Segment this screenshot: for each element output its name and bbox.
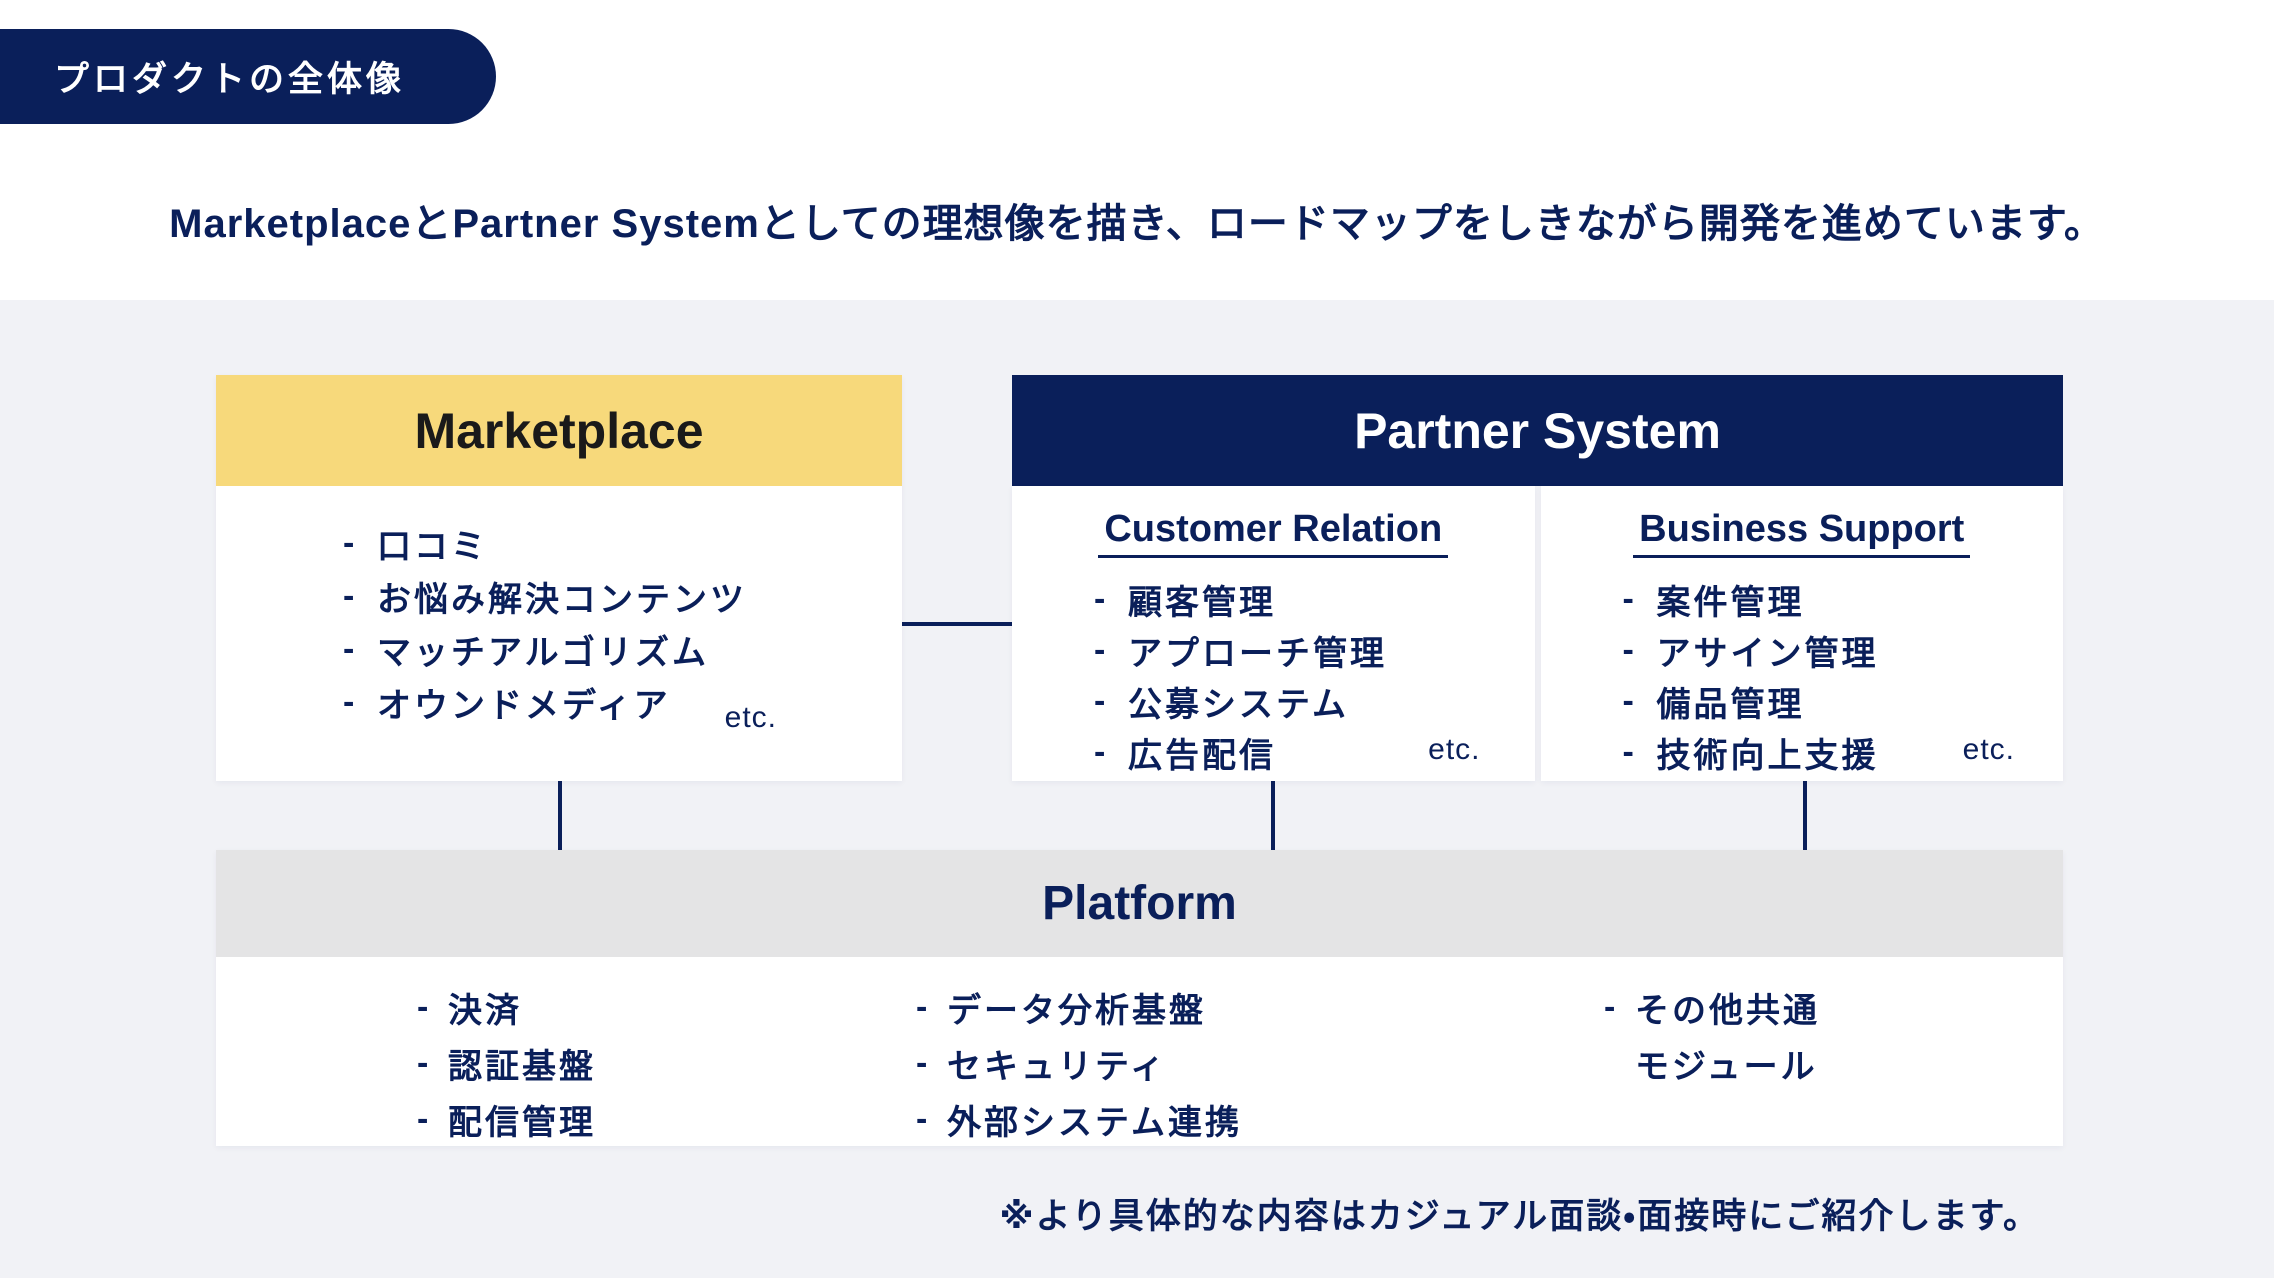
partner-system-box: Partner System Customer Relation - 顧客管理 … bbox=[1012, 375, 2063, 781]
list-item-label: データ分析基盤 bbox=[947, 991, 1206, 1030]
list-item-label: その他共通 bbox=[1635, 991, 1820, 1030]
platform-title: Platform bbox=[1042, 877, 1237, 930]
list-item: - アサイン管理 bbox=[1623, 625, 2064, 676]
list-item: - アプローチ管理 bbox=[1094, 625, 1535, 676]
list-item: - 技術向上支援 bbox=[1623, 727, 2064, 778]
bullet-dash: - bbox=[343, 524, 355, 562]
list-item: - 備品管理 bbox=[1623, 676, 2064, 727]
etc-label: etc. bbox=[724, 701, 777, 734]
list-item: - セキュリティ bbox=[916, 1035, 1242, 1091]
list-item-label: アプローチ管理 bbox=[1128, 635, 1387, 673]
business-support-heading: Business Support bbox=[1633, 508, 1971, 558]
list-item-label: 公募システム bbox=[1128, 686, 1349, 724]
platform-body: - 決済 - 認証基盤 - 配信管理 - データ分析基盤 - bbox=[216, 957, 2063, 1146]
list-item-label: アサイン管理 bbox=[1656, 635, 1879, 673]
list-item-label: 広告配信 bbox=[1128, 737, 1276, 775]
bullet-dash: - bbox=[1622, 631, 1634, 669]
list-item: - 口コミ bbox=[343, 517, 902, 570]
list-item: - 決済 bbox=[417, 979, 596, 1035]
section-badge-label: プロダクトの全体像 bbox=[54, 60, 406, 99]
list-item-continuation: モジュール bbox=[1604, 1035, 1820, 1091]
bullet-dash: - bbox=[343, 683, 355, 721]
connector-marketplace-platform bbox=[558, 781, 562, 851]
platform-header: Platform bbox=[216, 850, 2063, 957]
platform-column-2: - データ分析基盤 - セキュリティ - 外部システム連携 bbox=[916, 979, 1242, 1147]
partner-system-header: Partner System bbox=[1012, 375, 2063, 486]
etc-label: etc. bbox=[1962, 733, 2015, 766]
bullet-dash: - bbox=[417, 987, 429, 1026]
list-item-label: 口コミ bbox=[377, 528, 488, 566]
bullet-dash: - bbox=[1094, 682, 1106, 720]
customer-relation-heading: Customer Relation bbox=[1098, 508, 1449, 558]
marketplace-list: - 口コミ - お悩み解決コンテンツ - マッチアルゴリズム - オウンドメディ… bbox=[216, 486, 902, 729]
bullet-dash: - bbox=[916, 1099, 928, 1138]
list-item-label: 顧客管理 bbox=[1128, 584, 1276, 622]
list-item-label: 外部システム連携 bbox=[947, 1103, 1242, 1142]
list-item-label: マッチアルゴリズム bbox=[377, 634, 709, 672]
list-item-label: 認証基盤 bbox=[448, 1047, 596, 1086]
connector-business-support-platform bbox=[1803, 781, 1807, 851]
list-item-label: セキュリティ bbox=[947, 1047, 1167, 1086]
bullet-dash: - bbox=[1622, 682, 1634, 720]
list-item: - 外部システム連携 bbox=[916, 1091, 1242, 1147]
bottom-white-strip bbox=[0, 1278, 2274, 1282]
platform-column-1: - 決済 - 認証基盤 - 配信管理 bbox=[417, 979, 596, 1147]
list-item: - 顧客管理 bbox=[1094, 574, 1535, 625]
partner-system-title: Partner System bbox=[1354, 402, 1721, 459]
bullet-dash: - bbox=[1622, 580, 1634, 618]
page-subtitle: MarketplaceとPartner Systemとしての理想像を描き、ロード… bbox=[169, 202, 2105, 246]
business-support-list: - 案件管理 - アサイン管理 - 備品管理 - 技術向上支援 bbox=[1541, 574, 2064, 778]
bullet-dash: - bbox=[916, 987, 928, 1026]
platform-box: Platform - 決済 - 認証基盤 - 配信管理 - bbox=[216, 850, 2063, 1146]
list-item-label: 決済 bbox=[448, 991, 522, 1030]
bullet-dash: - bbox=[1094, 631, 1106, 669]
connector-marketplace-partner bbox=[902, 622, 1012, 626]
marketplace-box: Marketplace - 口コミ - お悩み解決コンテンツ - マッチアルゴリ… bbox=[216, 375, 902, 781]
bullet-dash: - bbox=[1604, 987, 1616, 1026]
customer-relation-panel: Customer Relation - 顧客管理 - アプローチ管理 - 公募シ… bbox=[1012, 486, 1535, 781]
marketplace-title: Marketplace bbox=[414, 402, 704, 459]
platform-column-3: - その他共通 モジュール bbox=[1604, 979, 1820, 1091]
list-item-label: 案件管理 bbox=[1656, 584, 1805, 622]
etc-label: etc. bbox=[1428, 733, 1481, 766]
list-item: - その他共通 bbox=[1604, 979, 1820, 1035]
list-item: - お悩み解決コンテンツ bbox=[343, 570, 902, 623]
list-item: - データ分析基盤 bbox=[916, 979, 1242, 1035]
list-item: - 案件管理 bbox=[1623, 574, 2064, 625]
bullet-dash: - bbox=[1622, 733, 1634, 771]
bullet-dash: - bbox=[1094, 580, 1106, 618]
business-support-panel: Business Support - 案件管理 - アサイン管理 - 備品管理 bbox=[1540, 486, 2064, 781]
list-item-label: 配信管理 bbox=[448, 1103, 596, 1142]
customer-relation-list: - 顧客管理 - アプローチ管理 - 公募システム - 広告配信 bbox=[1012, 574, 1535, 778]
list-item-label: 備品管理 bbox=[1656, 686, 1805, 724]
section-badge: プロダクトの全体像 bbox=[0, 29, 496, 124]
list-item-label: モジュール bbox=[1635, 1047, 1818, 1086]
list-item: - オウンドメディア bbox=[343, 676, 902, 729]
bullet-dash: - bbox=[343, 630, 355, 668]
bullet-dash: - bbox=[417, 1043, 429, 1082]
bullet-dash: - bbox=[343, 577, 355, 615]
customer-relation-heading-wrap: Customer Relation bbox=[1012, 508, 1535, 558]
business-support-heading-wrap: Business Support bbox=[1541, 508, 2064, 558]
list-item-label: 技術向上支援 bbox=[1656, 737, 1879, 775]
list-item: - 認証基盤 bbox=[417, 1035, 596, 1091]
list-item: - 配信管理 bbox=[417, 1091, 596, 1147]
bullet-dash: - bbox=[417, 1099, 429, 1138]
footnote: ※より具体的な内容はカジュアル面談・面接時にご紹介します。 bbox=[999, 1197, 2040, 1236]
partner-system-columns: Customer Relation - 顧客管理 - アプローチ管理 - 公募シ… bbox=[1012, 486, 2063, 781]
list-item: - 公募システム bbox=[1094, 676, 1535, 727]
bullet-dash: - bbox=[1094, 733, 1106, 771]
bullet-dash: - bbox=[916, 1043, 928, 1082]
list-item-label: お悩み解決コンテンツ bbox=[377, 581, 747, 619]
list-item: - 広告配信 bbox=[1094, 727, 1535, 778]
connector-customer-relation-platform bbox=[1271, 781, 1275, 851]
marketplace-header: Marketplace bbox=[216, 375, 902, 486]
list-item-label: オウンドメディア bbox=[377, 687, 671, 725]
list-item: - マッチアルゴリズム bbox=[343, 623, 902, 676]
